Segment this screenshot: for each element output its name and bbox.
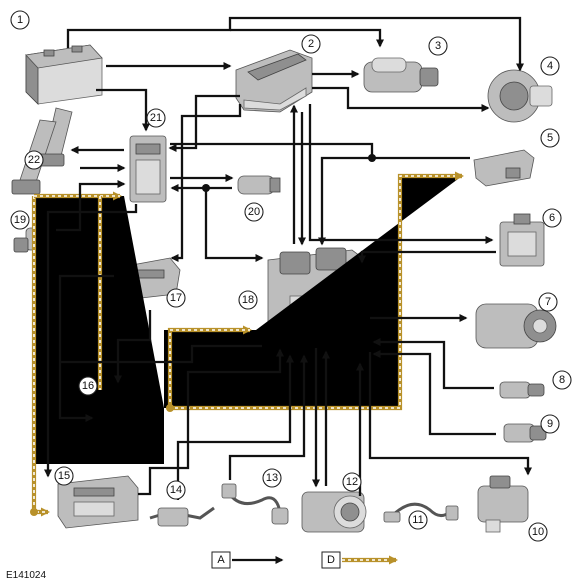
callout-4: 4 — [541, 57, 559, 75]
callout-22: 22 — [25, 151, 43, 169]
glow-plug-module-component — [500, 214, 544, 266]
svg-text:D: D — [327, 554, 335, 566]
svg-text:4: 4 — [547, 60, 553, 72]
pressure-sensor-8-component — [500, 382, 544, 398]
svg-text:10: 10 — [532, 526, 544, 538]
pedal-assembly-22-component — [12, 108, 72, 194]
svg-text:11: 11 — [412, 514, 423, 526]
svg-text:20: 20 — [248, 206, 260, 218]
svg-text:15: 15 — [58, 470, 70, 482]
throttle-body-12-component — [302, 492, 366, 532]
callout-13: 13 — [263, 469, 281, 487]
sensor-13-component — [222, 484, 288, 524]
callout-11: 11 — [409, 511, 427, 529]
control-module-15-component — [58, 476, 138, 528]
callout-1: 1 — [11, 11, 29, 29]
callout-6: 6 — [543, 209, 561, 227]
svg-text:21: 21 — [150, 112, 162, 124]
svg-text:17: 17 — [170, 292, 182, 304]
svg-text:16: 16 — [82, 380, 94, 392]
callout-18: 18 — [239, 291, 257, 309]
callout-20: 20 — [245, 203, 263, 221]
starter-motor-component — [364, 58, 438, 92]
svg-text:8: 8 — [559, 374, 565, 386]
callout-8: 8 — [553, 371, 571, 389]
sensor-20-component — [238, 176, 280, 194]
callout-2: 2 — [302, 35, 320, 53]
svg-text:A: A — [217, 554, 225, 566]
can-junction-dot — [30, 508, 38, 516]
svg-text:13: 13 — [266, 472, 278, 484]
callout-16: 16 — [79, 377, 97, 395]
callout-10: 10 — [529, 523, 547, 541]
callout-7: 7 — [539, 293, 557, 311]
callout-19: 19 — [11, 211, 29, 229]
callout-17: 17 — [167, 289, 185, 307]
svg-text:22: 22 — [28, 154, 40, 166]
svg-text:18: 18 — [242, 294, 254, 306]
svg-text:5: 5 — [547, 132, 553, 144]
svg-text:3: 3 — [435, 40, 441, 52]
fuel-pump-10-component — [478, 476, 528, 532]
callout-12: 12 — [343, 473, 361, 491]
generator-component — [488, 70, 552, 122]
svg-text:6: 6 — [549, 212, 555, 224]
svg-text:7: 7 — [545, 296, 551, 308]
svg-text:12: 12 — [346, 476, 358, 488]
callout-14: 14 — [167, 481, 185, 499]
figure-reference-code: E141024 — [6, 570, 46, 581]
callout-3: 3 — [429, 37, 447, 55]
battery-component — [26, 45, 102, 104]
svg-text:14: 14 — [170, 484, 182, 496]
callout-15: 15 — [55, 467, 73, 485]
can-junction-dot — [166, 404, 174, 412]
sensor-14-component — [150, 508, 214, 526]
svg-text:19: 19 — [14, 214, 26, 226]
callout-9: 9 — [541, 415, 559, 433]
svg-text:2: 2 — [308, 38, 314, 50]
callout-5: 5 — [541, 129, 559, 147]
sensor-module-5-component — [474, 150, 534, 186]
body-control-module-21-component — [130, 136, 166, 202]
svg-text:1: 1 — [17, 14, 23, 26]
temperature-sensor-9-component — [504, 424, 546, 442]
svg-text:9: 9 — [547, 418, 553, 430]
legend-item-d: D — [322, 552, 396, 568]
legend-item-a: A — [212, 552, 282, 568]
engine-control-module-bracket — [236, 50, 312, 112]
callout-21: 21 — [147, 109, 165, 127]
